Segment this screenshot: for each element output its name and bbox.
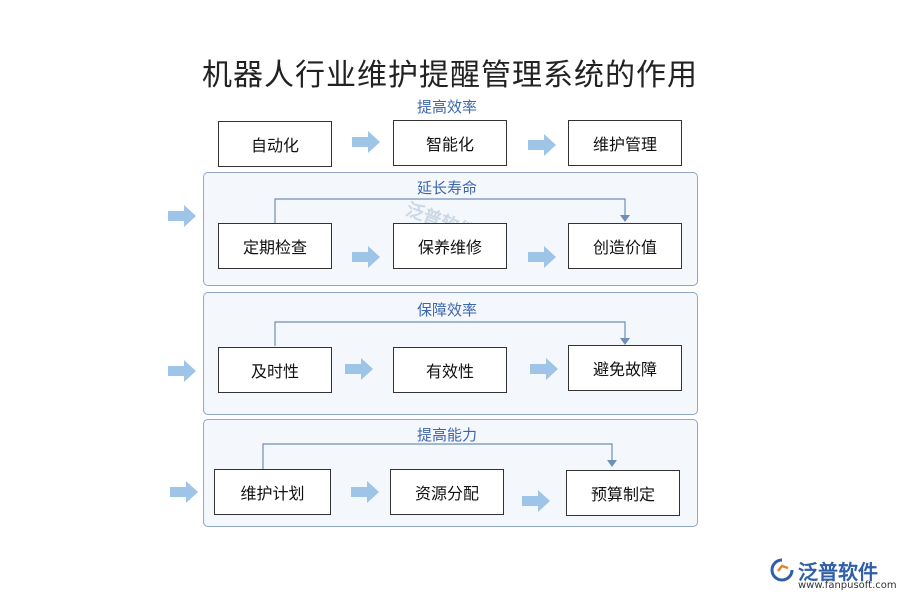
box-s3-1: 及时性 [218,347,332,393]
box-s2-3: 创造价值 [568,223,682,269]
connector-line-3 [274,321,626,346]
arrow-right-icon [170,481,198,503]
box-s1-3: 维护管理 [568,120,682,166]
arrow-right-icon [345,358,373,380]
arrow-right-icon [352,246,380,268]
box-s1-2: 智能化 [393,120,507,166]
connector-line-2 [274,198,626,223]
box-s4-3: 预算制定 [566,470,680,516]
logo-url: www.fanpusoft.com [798,580,897,591]
arrow-right-icon [530,358,558,380]
section-label-2: 延长寿命 [416,179,477,197]
box-s2-1: 定期检查 [218,223,332,269]
arrow-right-icon [522,490,550,512]
box-s4-1: 维护计划 [214,469,331,515]
box-s3-2: 有效性 [393,347,507,393]
diagram-title: 机器人行业维护提醒管理系统的作用 [202,58,698,93]
arrow-right-icon [528,246,556,268]
box-s2-2: 保养维修 [393,223,507,269]
section-label-1: 提高效率 [416,98,477,116]
arrow-right-icon [168,205,196,227]
connector-head-2 [620,215,630,222]
connector-head-4 [607,460,617,467]
logo-icon [770,558,794,582]
section-label-4: 提高能力 [416,426,477,444]
logo-text: 泛普软件 [798,560,878,584]
box-s1-1: 自动化 [218,121,332,167]
box-s3-3: 避免故障 [568,345,682,391]
arrow-right-icon [528,134,556,156]
connector-head-3 [620,338,630,345]
connector-line-4 [262,443,613,469]
arrow-right-icon [351,481,379,503]
brand-logo: 泛普软件 www.fanpusoft.com [770,556,897,596]
box-s4-2: 资源分配 [390,469,504,515]
section-label-3: 保障效率 [416,301,477,319]
arrow-right-icon [352,131,380,153]
arrow-right-icon [168,360,196,382]
